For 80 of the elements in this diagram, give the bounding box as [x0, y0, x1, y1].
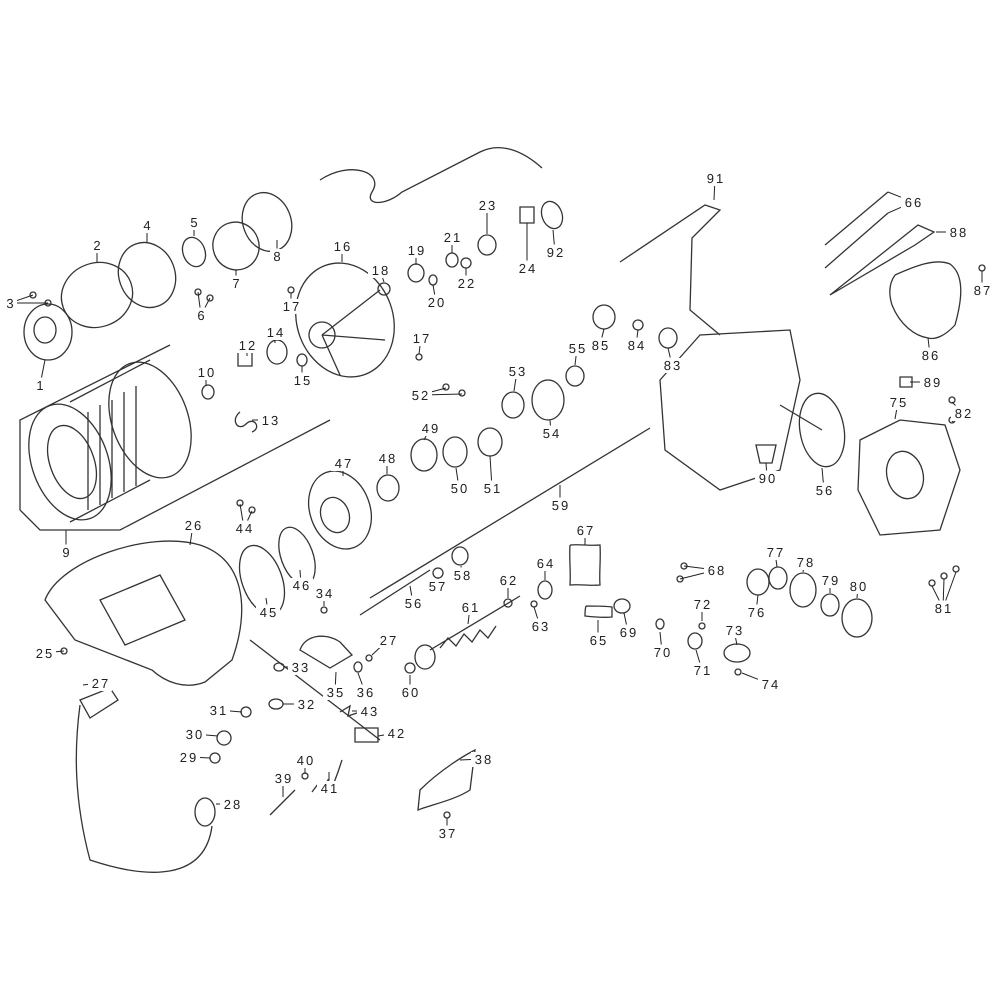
- leader-line: [304, 767, 306, 774]
- leader-line: [888, 206, 902, 214]
- leader-line: [584, 537, 586, 546]
- leader-line: [276, 240, 278, 249]
- callout-number: 45: [256, 604, 280, 620]
- leader-line: [372, 647, 380, 656]
- leader-line: [282, 785, 284, 798]
- leader-line: [16, 302, 48, 304]
- leader-line: [888, 192, 902, 198]
- leader-line: [198, 292, 201, 308]
- leader-line: [756, 594, 758, 605]
- leader-line: [418, 345, 421, 354]
- leader-line: [822, 468, 824, 483]
- leader-line: [534, 606, 538, 619]
- leader-line: [378, 734, 384, 736]
- leader-line: [668, 348, 671, 358]
- leader-line: [696, 650, 700, 663]
- leader-line: [552, 230, 555, 245]
- leader-line: [358, 672, 363, 685]
- leader-line: [96, 252, 98, 262]
- leader-line: [16, 294, 34, 302]
- leader-line: [928, 338, 930, 348]
- callout-number: 46: [289, 578, 313, 592]
- leader-line: [240, 504, 244, 521]
- leader-line: [456, 468, 458, 481]
- leader-line: [544, 570, 546, 580]
- leader-line: [486, 212, 488, 234]
- leader-line: [766, 462, 767, 471]
- leader-line: [432, 394, 462, 396]
- leader-line: [624, 612, 627, 625]
- leader-line: [460, 566, 462, 568]
- leader-line: [514, 378, 516, 392]
- leader-line: [342, 470, 344, 476]
- leader-line: [334, 672, 336, 685]
- leader-line: [776, 559, 778, 568]
- leader-line: [432, 388, 446, 392]
- leader-line: [247, 510, 252, 521]
- leader-line: [82, 684, 88, 686]
- leader-line: [574, 355, 577, 366]
- leader-line: [894, 409, 898, 420]
- leader-line: [432, 284, 436, 295]
- leader-line: [328, 772, 330, 781]
- leader-line: [56, 650, 64, 652]
- leader-line: [945, 572, 956, 601]
- leader-line: [284, 666, 288, 668]
- leader-line: [204, 298, 210, 308]
- leader-line: [446, 818, 448, 826]
- leader-line: [742, 672, 758, 680]
- leader-line: [460, 759, 472, 760]
- leader-line: [952, 402, 956, 406]
- leader-line: [468, 614, 470, 624]
- leader-line: [684, 566, 704, 569]
- callout-number: 90: [755, 470, 779, 486]
- leader-line: [490, 456, 492, 481]
- leader-line: [200, 757, 210, 758]
- leader-line: [230, 710, 242, 712]
- callout-number: 8: [270, 248, 284, 264]
- leader-line: [735, 637, 738, 646]
- leader-line: [206, 734, 218, 736]
- leader-line: [636, 330, 638, 338]
- leader-line: [550, 420, 551, 426]
- leader-line: [386, 465, 388, 474]
- leader-line: [802, 569, 804, 572]
- leader-line: [290, 292, 292, 299]
- leader-line: [660, 632, 662, 645]
- leader-line: [942, 578, 944, 601]
- leader-line: [382, 277, 384, 282]
- leader-line: [352, 710, 358, 712]
- callout-number: 27: [88, 676, 112, 690]
- leader-line: [714, 185, 716, 200]
- leader-line: [680, 572, 704, 580]
- leader-line: [266, 598, 268, 605]
- leader-line: [932, 586, 940, 601]
- leader-line: [410, 586, 412, 596]
- leader-line: [601, 328, 604, 338]
- leader-line: [300, 570, 301, 578]
- leader-line: [41, 360, 46, 378]
- leader-line: [526, 222, 528, 261]
- leader-line: [146, 232, 148, 244]
- leader-line: [190, 532, 192, 546]
